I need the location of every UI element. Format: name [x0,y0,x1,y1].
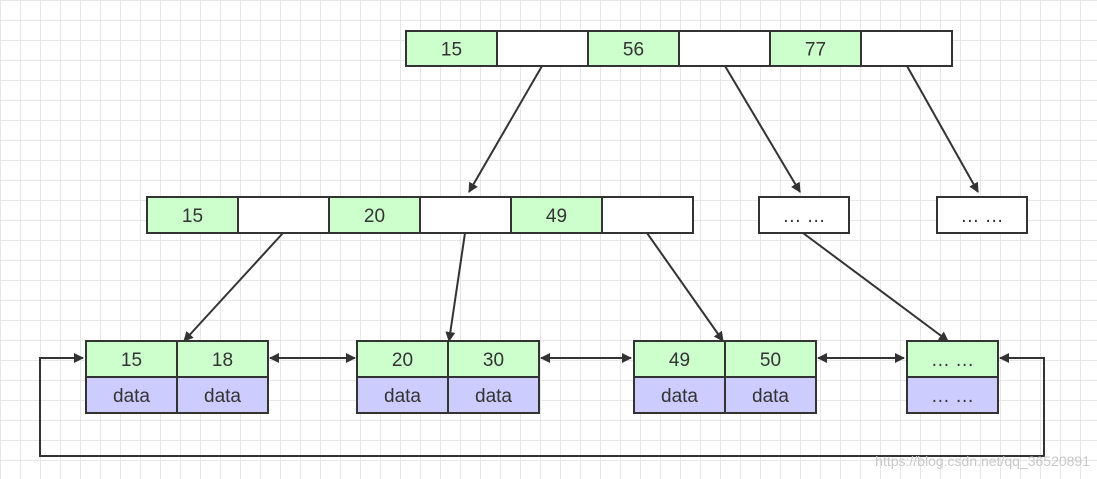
leaf-4-key-1-box [906,340,999,378]
leaf-2-data-2: data [447,376,540,414]
internal-cell-5-box [510,196,603,234]
root-cell-5: 77 [769,30,862,67]
internal-cell-5: 49 [510,196,603,234]
stub-node-1-box [758,196,850,234]
internal-cell-3-text: 20 [364,206,385,227]
root-cell-4-box [678,30,771,67]
root-node: 15 56 77 [405,30,953,67]
leaf-2-data-2-box [447,376,540,414]
internal-cell-4-box [419,196,512,234]
leaf-4-data-1-box [906,376,999,414]
circular-link-head-left [74,353,84,363]
edge-root-to-internal [468,65,543,193]
edge-root-to-stub-1 [724,65,801,193]
leaf-1-data-2-text: data [204,386,241,407]
leaf-3-data-1: data [633,376,726,414]
leaf-3-data-2-box [724,376,817,414]
internal-cell-1-text: 15 [182,206,203,227]
edge-stub-to-leaf-4 [802,232,949,342]
internal-cell-6-box [601,196,694,234]
leaf-1-key-1: 15 [85,340,178,378]
root-cell-1: 15 [405,30,498,67]
root-cell-4 [678,30,771,67]
leaf-3-key-1-box [633,340,726,378]
edge-root-to-stub-2 [906,65,979,193]
internal-cell-6 [601,196,694,234]
root-cell-2 [496,30,589,67]
internal-cell-1-box [146,196,239,234]
stub-node-2: … … [936,196,1028,234]
leaf-2-key-2-box [447,340,540,378]
watermark: https://blog.csdn.net/qq_36520891 [875,453,1090,469]
leaf-1-data-1-box [85,376,178,414]
stub-node-1: … … [758,196,850,234]
internal-cell-1: 15 [146,196,239,234]
stub-node-2-box [936,196,1028,234]
leaf-3-data-2-text: data [752,386,789,407]
leaf-2-data-1-text: data [384,386,421,407]
root-cell-3-box [587,30,680,67]
internal-cell-2-box [237,196,330,234]
edge-internal-to-leaf-1 [183,232,284,342]
leaf-1-key-1-box [85,340,178,378]
root-cell-3-text: 56 [623,40,644,61]
leaf-1-key-1-text: 15 [121,350,142,371]
circular-link-head-right [999,353,1009,363]
root-cell-6-box [860,30,953,67]
leaf-4-data-1-text: … … [931,386,974,407]
leaf-3-key-1-text: 49 [669,350,690,371]
stub-node-1-text: … … [782,206,825,227]
leaf-3-data-1-text: data [661,386,698,407]
internal-cell-2 [237,196,330,234]
leaf-nodes: 15 18 data data 20 30 data data 49 50 data data … … …… [85,340,999,414]
edge-internal-to-leaf-2 [445,232,466,342]
leaf-3-data-1-box [633,376,726,414]
leaf-2-key-1: 20 [356,340,449,378]
leaf-2-key-1-text: 20 [392,350,413,371]
stub-nodes: … … … … [758,196,1028,234]
leaf-1-key-2: 18 [176,340,269,378]
internal-cell-4 [419,196,512,234]
edge-internal-to-leaf-3 [646,232,724,342]
leaf-2-key-1-box [356,340,449,378]
leaf-2-data-1: data [356,376,449,414]
leaf-2-key-2-text: 30 [483,350,504,371]
leaf-1-key-2-text: 18 [212,350,233,371]
edges [39,65,1045,457]
root-cell-3: 56 [587,30,680,67]
leaf-1-data-1-text: data [113,386,150,407]
root-cell-5-box [769,30,862,67]
leaf-4-key-1-text: … … [931,350,974,371]
internal-cell-3-box [328,196,421,234]
leaf-4-data-1: … … [906,376,999,414]
leaf-4-key-1: … … [906,340,999,378]
leaf-3-key-2-box [724,340,817,378]
internal-cell-5-text: 49 [546,206,567,227]
root-cell-2-box [496,30,589,67]
leaf-3-data-2: data [724,376,817,414]
leaf-1-data-1: data [85,376,178,414]
leaf-1-data-2: data [176,376,269,414]
leaf-2-key-2: 30 [447,340,540,378]
root-cell-1-text: 15 [441,40,462,61]
leaf-3-key-2: 50 [724,340,817,378]
leaf-1-data-2-box [176,376,269,414]
internal-node: 15 20 49 [146,196,694,234]
leaf-2-data-2-text: data [475,386,512,407]
root-cell-6 [860,30,953,67]
internal-cell-3: 20 [328,196,421,234]
root-cell-5-text: 77 [805,40,826,61]
circular-link [39,357,1045,457]
stub-node-2-text: … … [960,206,1003,227]
leaf-3-key-1: 49 [633,340,726,378]
leaf-3-key-2-text: 50 [760,350,781,371]
